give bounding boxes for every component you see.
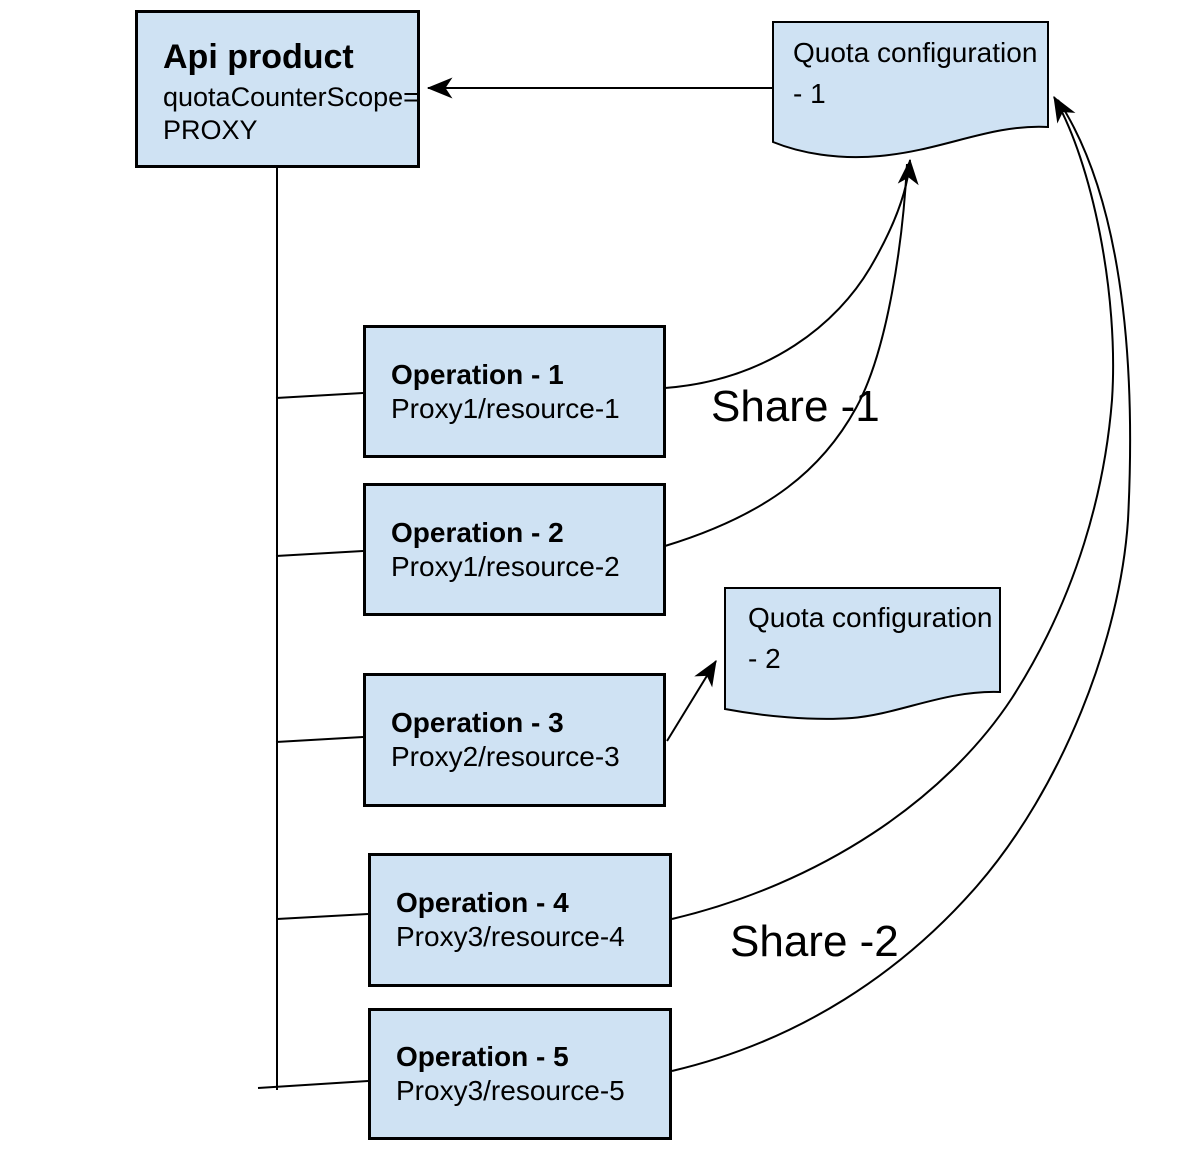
operation-4-title: Operation - 4 bbox=[396, 887, 569, 918]
operation-1-title: Operation - 1 bbox=[391, 358, 564, 390]
operation-3-resource: Proxy2/resource-3 bbox=[391, 741, 620, 772]
operation-2-title: Operation - 2 bbox=[391, 516, 564, 548]
api-product-scope-value: PROXY bbox=[163, 115, 258, 145]
api-product-scope-attr: quotaCounterScope= bbox=[163, 82, 419, 112]
operation-2-resource: Proxy1/resource-2 bbox=[391, 550, 620, 582]
operation-4-node: Operation - 4 Proxy3/resource-4 bbox=[368, 853, 672, 987]
branch-line-operation-5 bbox=[257, 1080, 369, 1089]
operation-5-node: Operation - 5 Proxy3/resource-5 bbox=[368, 1008, 672, 1140]
operation-2-node: Operation - 2 Proxy1/resource-2 bbox=[363, 483, 666, 616]
api-product-node: Api product quotaCounterScope= PROXY bbox=[135, 10, 420, 168]
arrow-operation-1-to-qc1 bbox=[664, 158, 919, 389]
operation-5-title: Operation - 5 bbox=[396, 1041, 569, 1072]
quota-config-1-doc-shape bbox=[772, 21, 1049, 159]
quota-config-2-label: Quota configuration - 2 bbox=[748, 602, 993, 674]
branch-line-operation-3 bbox=[275, 736, 364, 743]
arrow-operation-4-to-qc1 bbox=[671, 95, 1115, 920]
operation-1-resource: Proxy1/resource-1 bbox=[391, 392, 620, 424]
branch-line-operation-1 bbox=[275, 392, 364, 399]
operation-1-node: Operation - 1 Proxy1/resource-1 bbox=[363, 325, 666, 458]
arrow-operation-3-to-qc2 bbox=[666, 660, 717, 742]
quota-config-1-label: Quota configuration - 1 bbox=[793, 37, 1038, 109]
operation-3-title: Operation - 3 bbox=[391, 707, 564, 738]
operation-5-resource: Proxy3/resource-5 bbox=[396, 1075, 625, 1106]
quota-config-2-doc-shape bbox=[724, 587, 1001, 720]
operation-4-resource: Proxy3/resource-4 bbox=[396, 921, 625, 952]
share-1-label: Share -1 bbox=[711, 382, 880, 431]
branch-line-operation-2 bbox=[275, 550, 364, 557]
operation-3-node: Operation - 3 Proxy2/resource-3 bbox=[363, 673, 666, 807]
curve-operation-5-to-qc1 bbox=[671, 99, 1132, 1072]
api-product-title: Api product bbox=[163, 38, 354, 76]
share-2-label: Share -2 bbox=[730, 917, 899, 966]
branch-line-operation-4 bbox=[276, 913, 369, 920]
curve-operation-2-to-qc1 bbox=[664, 163, 908, 547]
